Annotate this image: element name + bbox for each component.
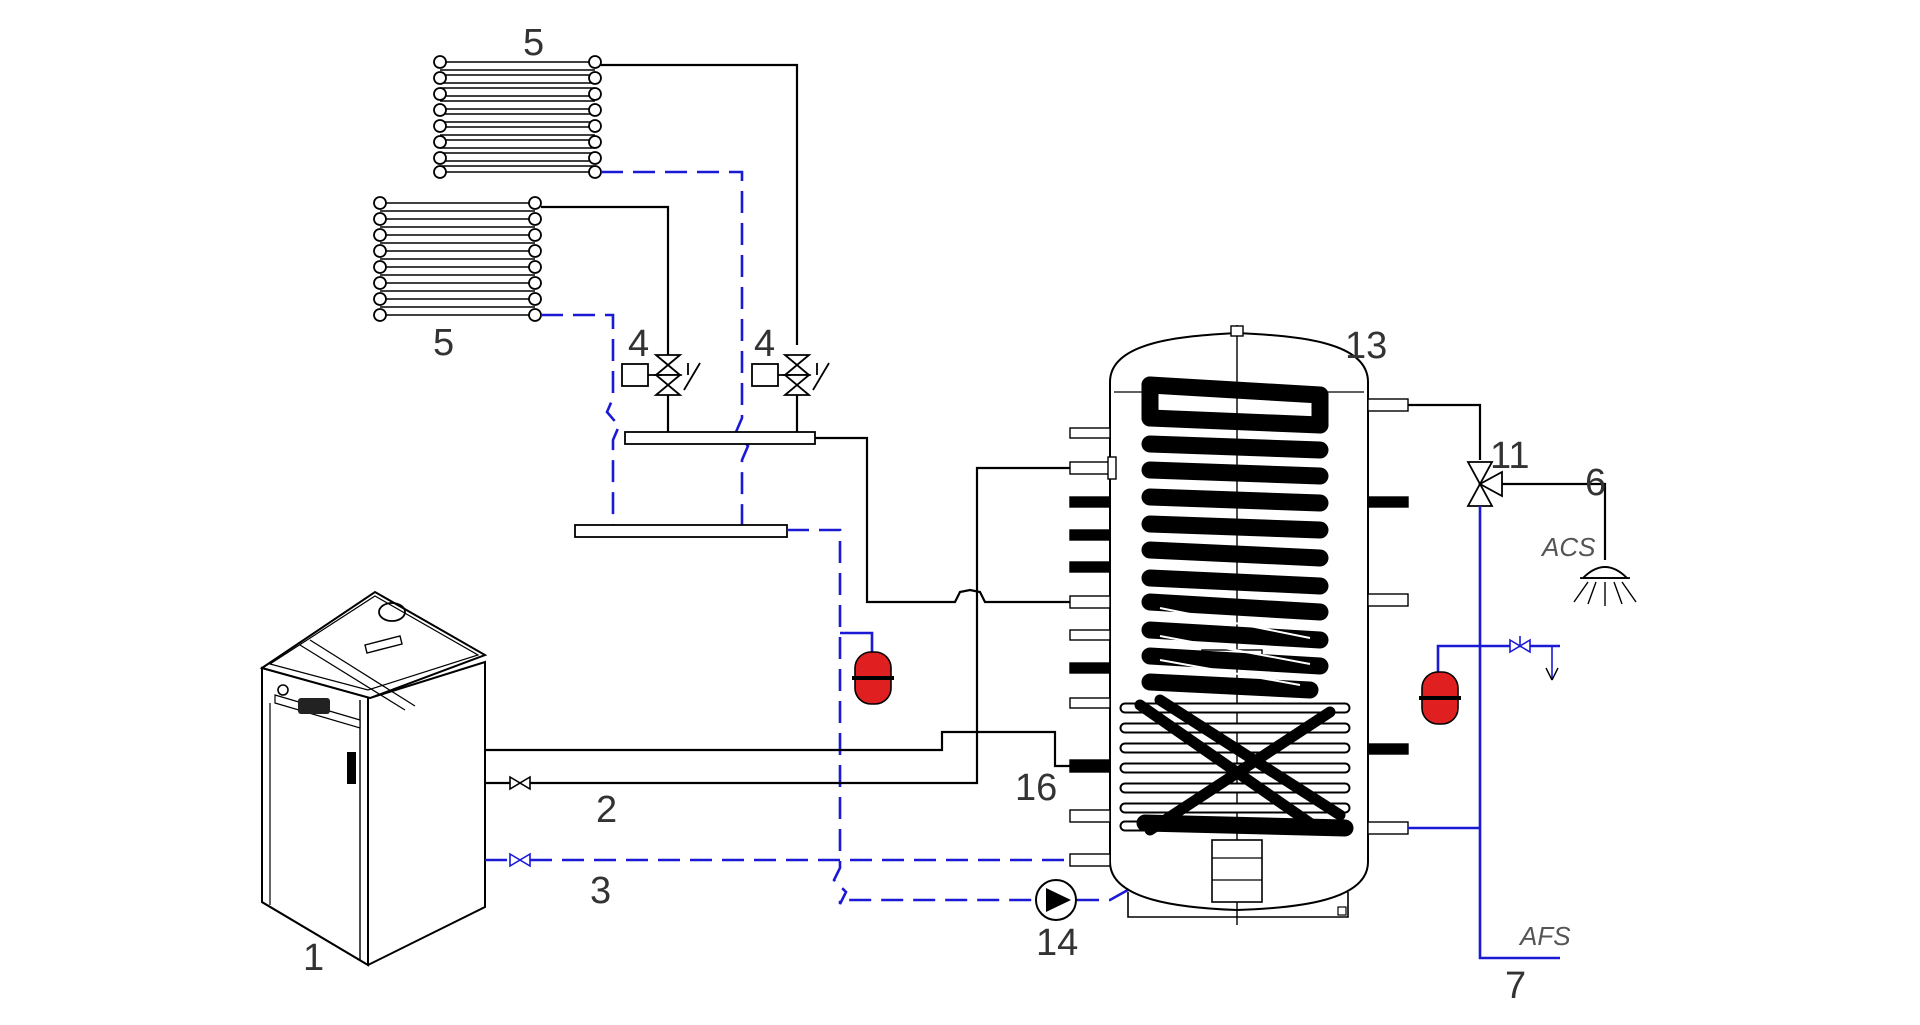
return-manifold (574, 524, 788, 538)
hot-water-outlet (1408, 403, 1482, 460)
label-return-line: 3 (590, 870, 611, 912)
return-valve (509, 852, 531, 868)
label-afs: AFS (1518, 921, 1571, 951)
expansion-vessel-right (1419, 671, 1461, 725)
label-acs: ACS (1540, 532, 1596, 562)
radiator-bottom (373, 196, 542, 322)
label-mixing-valve: 11 (1490, 435, 1529, 477)
radiator-top (433, 55, 602, 179)
radiator-supply-pipes (541, 63, 799, 345)
boiler-supply-pipes (485, 466, 1070, 785)
label-radiator-top: 5 (523, 22, 544, 64)
circulation-pump (1035, 879, 1077, 921)
upper-heat-exchanger-coil (1141, 376, 1329, 699)
supply-manifold (624, 431, 816, 445)
boiler (259, 590, 488, 967)
manifold-return-pipe (787, 528, 1035, 905)
label-supply-line: 2 (596, 789, 617, 831)
tank-connections-left (1069, 427, 1111, 867)
sensor-well (1107, 456, 1117, 480)
label-cold-water-inlet: 7 (1505, 965, 1526, 1007)
zone-valve-right (751, 354, 830, 432)
lower-heat-exchanger-coil (1119, 694, 1354, 837)
expansion-vessel-left (840, 631, 894, 705)
manifold-supply-pipe (815, 436, 1070, 604)
mixing-valve (1466, 461, 1503, 507)
label-zone-valve-left: 4 (628, 323, 649, 365)
label-tank-connection: 16 (1015, 767, 1057, 809)
label-shower: 6 (1585, 462, 1606, 504)
cold-water-inlet-pipe (1478, 506, 1560, 960)
label-tank: 13 (1345, 325, 1387, 367)
zone-valve-left (621, 345, 701, 432)
shower-head (1573, 566, 1637, 606)
safety-valve (1509, 636, 1559, 681)
supply-valve (509, 775, 531, 791)
label-pump: 14 (1036, 922, 1078, 964)
mixed-water-pipe (1502, 482, 1607, 560)
label-radiator-bottom: 5 (433, 322, 454, 364)
label-zone-valve-right: 4 (754, 323, 775, 365)
tank-connections-right (1367, 398, 1409, 835)
label-boiler: 1 (303, 937, 324, 979)
